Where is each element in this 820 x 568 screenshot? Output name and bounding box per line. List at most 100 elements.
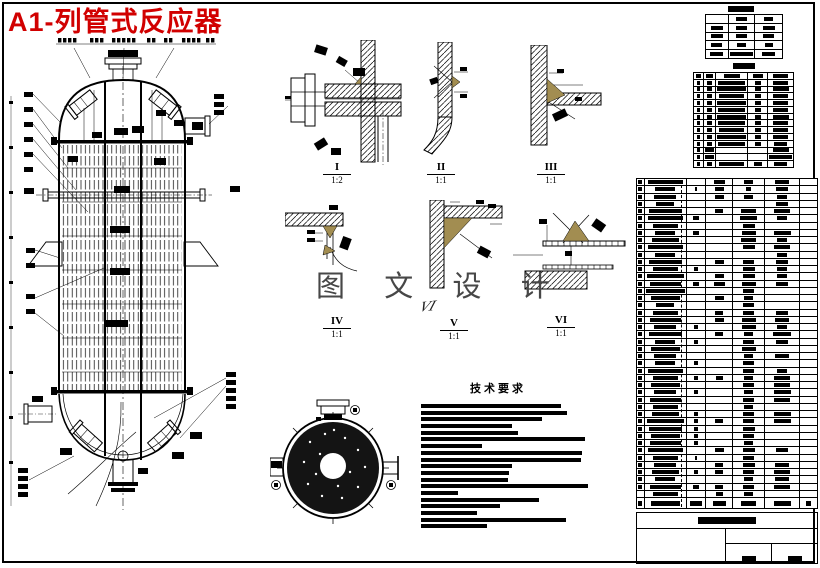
table-cell (733, 374, 766, 381)
table-cell (800, 469, 817, 475)
table-cell (645, 251, 687, 258)
redacted-cell-value (714, 194, 724, 199)
detail-scale: 1:1 (331, 329, 343, 339)
redacted-cell-value (651, 296, 680, 301)
redacted-cell-value (650, 317, 681, 322)
table-cell (765, 222, 801, 229)
redacted-cell-value (638, 187, 643, 192)
table-row (637, 411, 817, 419)
redacted-text-line (421, 430, 518, 435)
table-cell (704, 154, 716, 161)
table-cell (765, 498, 801, 508)
detail-label-1: I 1:2 (323, 162, 351, 185)
redacted-text-line (421, 457, 581, 462)
table-cell (706, 498, 734, 508)
redacted-cell-value (696, 73, 701, 78)
redacted-cell-value (743, 361, 755, 366)
table-cell (733, 469, 766, 476)
detail-numeral: II (427, 162, 455, 175)
table-cell (800, 281, 817, 287)
table-cell (645, 280, 687, 287)
table-cell (637, 432, 645, 439)
table-cell (733, 273, 766, 280)
table-cell (716, 100, 749, 106)
table-cell (645, 483, 687, 490)
redacted-cell-value (743, 303, 755, 308)
table-cell (637, 476, 645, 483)
table-cell (706, 23, 729, 32)
redacted-cell-value (638, 209, 643, 214)
table-cell (716, 106, 749, 113)
redacted-cell-value (776, 252, 788, 257)
redacted-cell-value (696, 94, 701, 99)
redacted-text-line (421, 404, 561, 408)
redacted-cell-value (718, 121, 746, 126)
redacted-cell-value (764, 16, 774, 21)
table-row (637, 244, 817, 252)
reactor-elevation-view (9, 38, 240, 510)
table-cell (733, 447, 766, 454)
redacted-text-line (421, 417, 542, 422)
table-cell (800, 397, 817, 403)
detail-scale: 1:2 (331, 175, 343, 185)
table-cell (637, 237, 645, 244)
table-row (637, 454, 817, 462)
redacted-cell-value (638, 310, 643, 315)
tech-requirement-lines (421, 404, 593, 531)
redacted-cell-value (746, 187, 751, 192)
table-cell (800, 244, 817, 250)
table-cell (687, 345, 707, 352)
table-cell (765, 266, 801, 273)
redacted-cell-value (654, 194, 677, 199)
redacted-cell-value (773, 121, 789, 126)
table-cell (706, 222, 734, 229)
redacted-cell-value (706, 87, 713, 92)
table-cell (768, 114, 793, 120)
redacted-cell-value (638, 259, 643, 264)
table-cell (800, 252, 817, 258)
table-cell (687, 389, 707, 396)
table-cell (704, 120, 716, 127)
table-cell (645, 360, 687, 367)
table-cell (706, 316, 734, 323)
table-cell (748, 93, 769, 100)
redacted-cell-value (763, 34, 774, 39)
redacted-cell-value (717, 114, 746, 119)
redacted-cell-value (775, 317, 789, 322)
balloon-marker (271, 480, 281, 490)
redacted-cell-value (638, 296, 643, 301)
table-cell (800, 447, 817, 453)
table-cell (704, 161, 716, 167)
redacted-cell-value (696, 155, 701, 160)
table-cell (645, 418, 687, 425)
summary-table (693, 72, 794, 168)
table-cell (645, 367, 687, 374)
table-cell (687, 244, 707, 251)
table-cell (706, 251, 734, 258)
table-cell (765, 367, 801, 374)
title-block-upper-cell (726, 529, 817, 544)
table-cell (637, 266, 645, 273)
redacted-cell-value (752, 73, 763, 78)
redacted-cell-value (638, 238, 643, 243)
redacted-cell-value (646, 419, 684, 424)
redacted-cell-value (740, 216, 758, 221)
table-cell (768, 134, 793, 140)
table-cell (694, 106, 704, 113)
redacted-cell-value (696, 107, 701, 112)
table-cell (765, 237, 801, 244)
table-cell (687, 200, 707, 207)
table-cell (765, 338, 801, 345)
redacted-cell-value (769, 155, 792, 160)
table-cell (800, 194, 817, 200)
table-cell (733, 331, 766, 338)
table-cell (637, 186, 645, 193)
table-cell (706, 418, 734, 425)
redacted-cell-value (655, 252, 676, 257)
table-cell (706, 367, 734, 374)
table-cell (800, 259, 817, 265)
redacted-cell-value (704, 155, 714, 160)
detail-label-2: II 1:1 (427, 162, 455, 185)
table-cell (645, 403, 687, 410)
table-row (637, 469, 817, 477)
